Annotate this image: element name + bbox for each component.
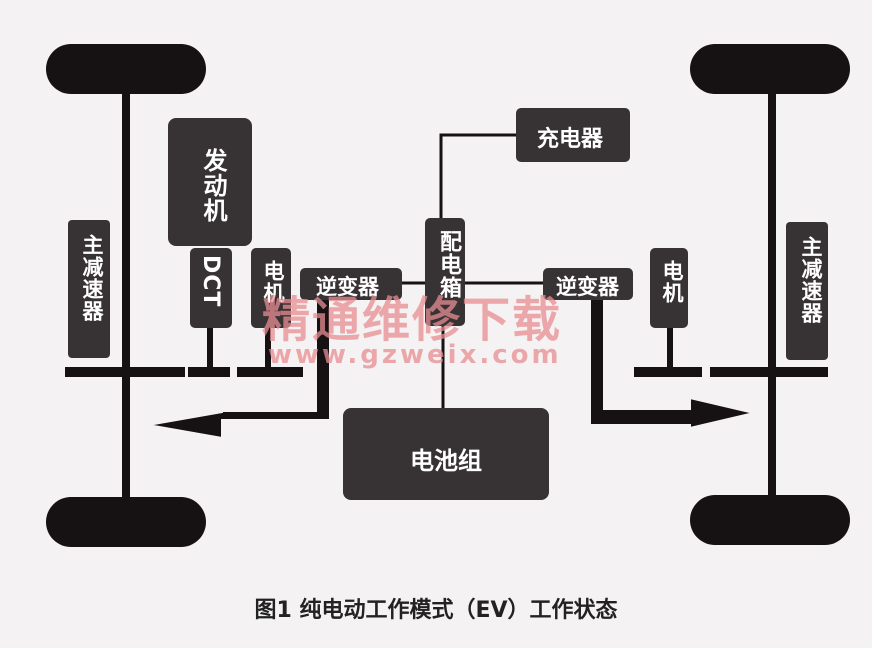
wheel-rear-left: [46, 497, 206, 547]
stub-dct: [207, 320, 213, 370]
dct-label: DCT: [198, 255, 223, 308]
line-charger-to-box: [439, 133, 518, 222]
shaft-motor-left: [237, 367, 303, 377]
motor-left-label: 电机: [261, 260, 285, 304]
motor-right-block: [650, 248, 688, 328]
wheel-rear-right: [690, 495, 850, 545]
distribution-box-label: 配电箱: [436, 230, 461, 299]
distribution-box-block: [425, 218, 465, 326]
motor-left-block: [251, 248, 291, 328]
stub-motor-left: [265, 325, 271, 370]
power-flow-arrow-left: [147, 296, 331, 440]
main-reducer-right-label: 主减速器: [799, 236, 823, 324]
inverter-left-label: 逆变器: [316, 275, 379, 299]
motor-right-label: 电机: [660, 260, 684, 304]
figure-caption: 图1 纯电动工作模式（EV）工作状态: [254, 598, 618, 623]
watermark-url: www.gzweix.com: [268, 340, 562, 370]
engine-block: [168, 118, 252, 246]
watermark-title: 精通维修下载: [262, 292, 563, 348]
charger-label: 充电器: [537, 127, 604, 152]
wheel-front-right: [690, 44, 850, 94]
power-flow-arrow-right: [589, 296, 755, 430]
main-reducer-left-label: 主减速器: [80, 234, 104, 322]
engine-label: 发动机: [199, 148, 227, 223]
inverter-left-block: [300, 268, 402, 300]
stub-motor-right: [667, 325, 673, 370]
charger-block: [516, 108, 630, 162]
shaft-right: [710, 367, 828, 377]
wheel-front-left: [46, 44, 206, 94]
main-reducer-left-block: [68, 220, 110, 358]
axle-left: [122, 80, 130, 510]
axle-right: [768, 80, 776, 510]
inverter-right-label: 逆变器: [556, 275, 619, 299]
shaft-left: [65, 367, 185, 377]
battery-pack-label: 电池组: [410, 447, 482, 475]
inverter-right-block: [543, 268, 633, 300]
main-reducer-right-block: [786, 222, 828, 360]
battery-pack-block: [343, 408, 549, 500]
dct-block: [190, 248, 232, 328]
shaft-dct: [188, 367, 230, 377]
shaft-motor-right: [634, 367, 702, 377]
